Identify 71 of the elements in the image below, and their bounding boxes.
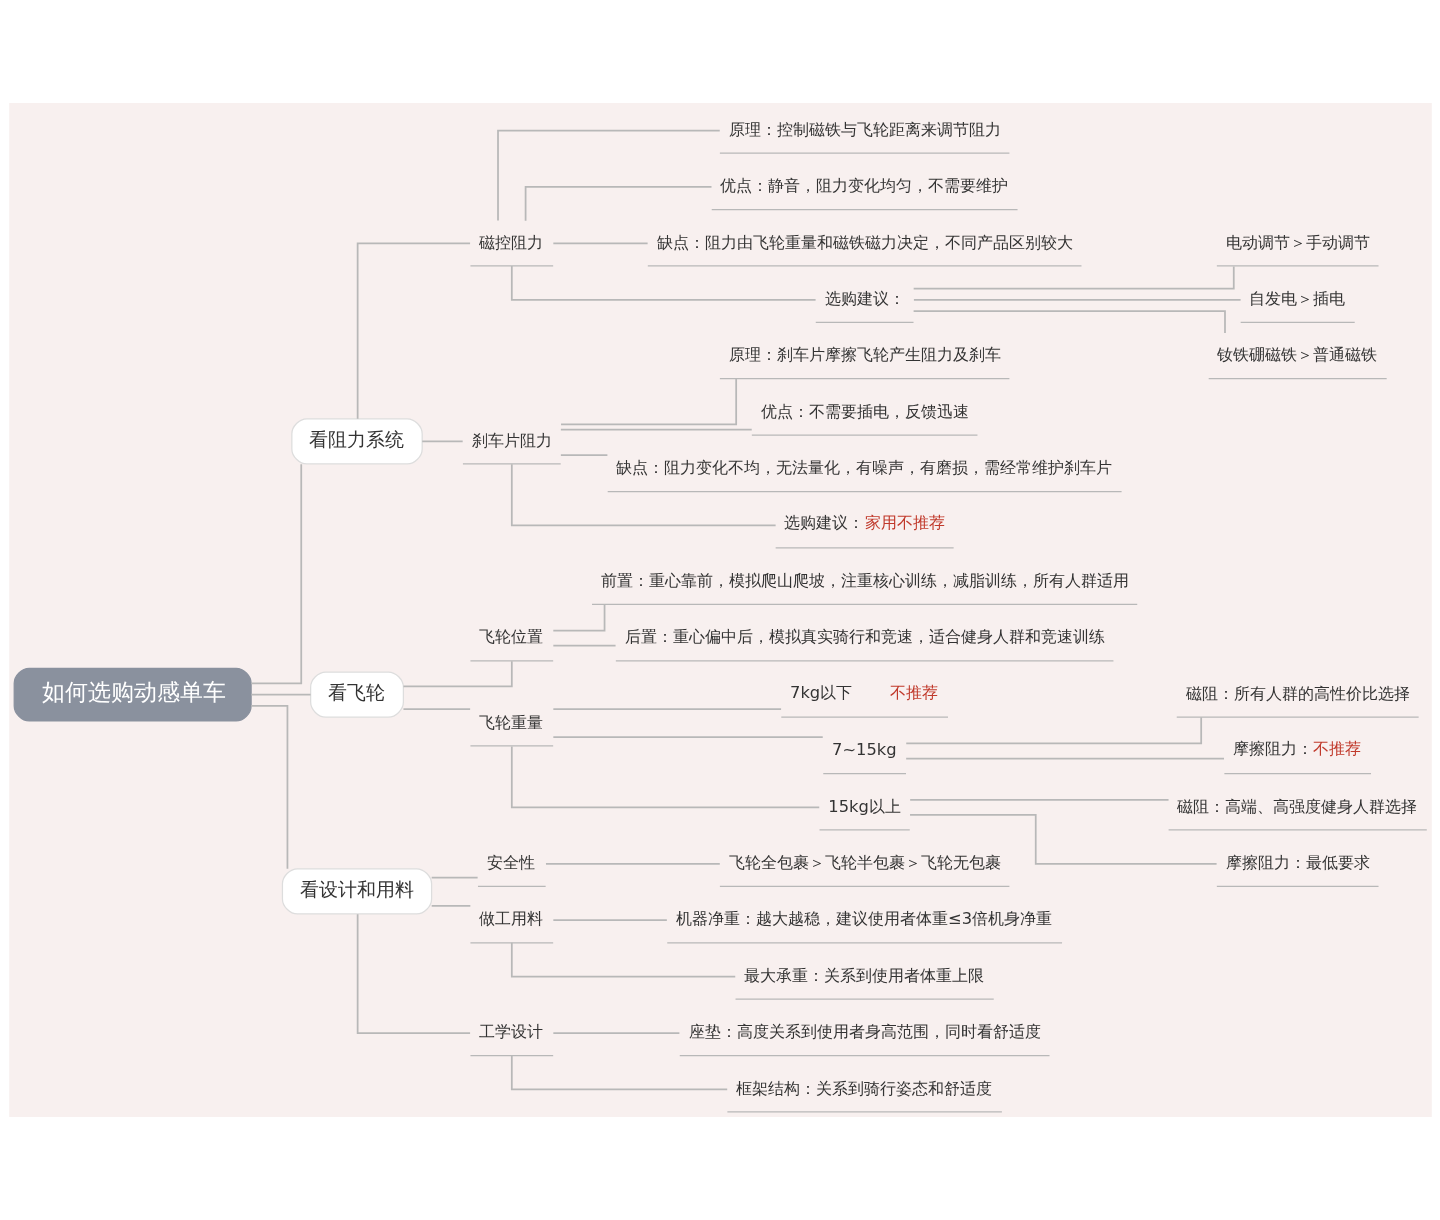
node-text: 后置：重心偏中后，模拟真实骑行和竞速，适合健身人群和竞速训练 [624,627,1105,647]
connector [402,708,471,710]
node-text: 选购建议：家用不推荐 [783,513,945,533]
node-text: 优点：不需要插电，反馈迅速 [760,401,969,421]
node-text: 优点：静音，阻力变化均匀，不需要维护 [720,176,1008,196]
connector [551,736,824,739]
connector [250,693,311,696]
connector [559,378,737,426]
connector [912,265,1235,290]
connector [904,716,1202,745]
connector [551,644,616,647]
connector [908,814,1217,865]
connector [356,913,471,1034]
connector [510,265,816,301]
node-text: 7~15kg [831,740,897,760]
connector [430,904,471,907]
node-box: 看阻力系统 [290,418,423,465]
node-box: 看飞轮 [309,671,404,718]
node-text: 机器净重：越大越稳，建议使用者体重≤3倍机身净重 [675,909,1052,929]
node-text: 原理：控制磁铁与飞轮距离来调节阻力 [728,119,1001,139]
connector [904,757,1225,760]
node-text: 摩擦阻力：不推荐 [1232,739,1361,759]
connector [356,242,471,420]
node-text: 做工用料 [478,909,543,929]
node-text: 选购建议： [824,289,905,309]
connector [551,1032,680,1034]
node-text: 飞轮位置 [478,627,543,647]
node-text: 7kg以下 不推荐 [789,682,938,702]
node-text: 磁阻：所有人群的高性价比选择 [1185,683,1410,703]
node-text: 最大承重：关系到使用者体重上限 [743,965,984,985]
node-text: 电动调节＞手动调节 [1225,232,1370,252]
node-text: 钕铁硼磁铁＞普通磁铁 [1216,345,1377,365]
connector [908,799,1169,801]
node-text: 摩擦阻力：最低要求 [1225,853,1370,873]
node-text: 自发电＞插电 [1248,289,1345,309]
node-text: 缺点：阻力变化不均，无法量化，有噪声，有磨损，需经常维护刹车片 [615,458,1112,478]
node-text: 座垫：高度关系到使用者身高范围，同时看舒适度 [688,1022,1041,1042]
node-text: 15kg以上 [827,796,901,816]
connector [544,862,721,865]
node-text: 飞轮重量 [478,712,543,732]
connector [912,298,1241,301]
connector [510,941,736,978]
node-box: 如何选购动感单车 [13,667,252,722]
connector [430,876,478,879]
connector [551,919,668,922]
node-text: 工学设计 [478,1022,543,1042]
connector [496,129,721,222]
connector [510,745,820,809]
connector [551,242,648,245]
node-text: 磁阻：高端、高强度健身人群选择 [1176,796,1417,816]
node-text: 安全性 [486,853,535,873]
connector [912,310,1226,334]
node-text: 原理：刹车片摩擦飞轮产生阻力及刹车 [728,345,1001,365]
connector [249,705,288,870]
node-text: 框架结构：关系到骑行姿态和舒适度 [735,1078,992,1098]
node-box: 看设计和用料 [281,868,432,915]
connector [510,463,776,527]
node-text: 前置：重心靠前，模拟爬山爬坡，注重核心训练，减脂训练，所有人群适用 [600,571,1129,591]
connector [249,463,302,685]
connector [559,454,608,457]
connector [402,660,513,688]
connector [524,186,712,222]
connector [420,440,464,443]
connector [551,603,605,632]
node-text: 飞轮全包裹＞飞轮半包裹＞飞轮无包裹 [728,853,1001,873]
connector [559,428,753,431]
node-text: 磁控阻力 [478,232,543,252]
node-text: 缺点：阻力由飞轮重量和磁铁磁力决定，不同产品区别较大 [656,232,1073,252]
connector [510,1054,728,1091]
node-text: 刹车片阻力 [471,430,552,450]
connector [551,708,782,710]
